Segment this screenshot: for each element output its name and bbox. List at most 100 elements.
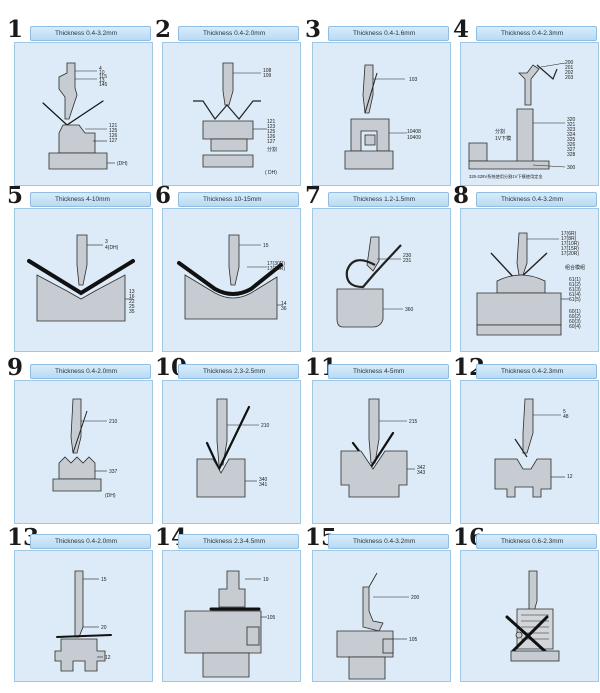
svg-text:3: 3 bbox=[105, 239, 108, 245]
svg-text:12: 12 bbox=[105, 655, 111, 661]
card-number: 8 bbox=[453, 182, 470, 209]
thickness-label: Thickness 4-10mm bbox=[30, 192, 151, 207]
svg-text:126: 126 bbox=[267, 134, 276, 140]
svg-text:360: 360 bbox=[405, 307, 414, 313]
svg-text:121: 121 bbox=[267, 119, 276, 125]
svg-text:320: 320 bbox=[567, 117, 576, 123]
svg-text:61(1): 61(1) bbox=[569, 277, 581, 283]
diagram-panel: 103 10408 10409 bbox=[312, 42, 451, 186]
svg-text:125: 125 bbox=[109, 128, 118, 134]
card-number: 6 bbox=[155, 182, 172, 209]
thickness-label: Thickness 0.4-2.0mm bbox=[178, 26, 299, 41]
svg-text:337: 337 bbox=[109, 469, 118, 475]
thickness-label: Thickness 2.3-2.5mm bbox=[178, 364, 299, 379]
svg-text:25: 25 bbox=[129, 304, 135, 310]
bending-diagram: 3 4(DH) 13 16 22 25 35 bbox=[27, 234, 135, 322]
svg-text:4(DH): 4(DH) bbox=[105, 245, 119, 251]
thickness-label: Thickness 0.4-3.2mm bbox=[328, 534, 449, 549]
svg-text:127: 127 bbox=[109, 138, 118, 144]
svg-text:分割: 分割 bbox=[267, 146, 277, 153]
diagram-panel: 200 105 bbox=[312, 550, 451, 682]
svg-text:231: 231 bbox=[403, 258, 412, 264]
card-number: 2 bbox=[155, 16, 172, 43]
bending-diagram: 200 105 bbox=[336, 572, 420, 680]
thickness-label: Thickness 0.4-1.6mm bbox=[328, 26, 449, 41]
svg-text:5: 5 bbox=[563, 409, 566, 415]
bending-diagram: 15 17(30R) 17(35R) 14 36 bbox=[177, 234, 287, 320]
card-number: 1 bbox=[7, 16, 24, 43]
bending-diagram: 5 48 12 bbox=[494, 398, 573, 498]
svg-text:200: 200 bbox=[565, 60, 574, 66]
bending-diagram: 15 20 12 bbox=[54, 570, 112, 672]
svg-text:203: 203 bbox=[565, 75, 574, 81]
svg-text:105: 105 bbox=[267, 615, 276, 621]
bending-diagram: 230 231 360 bbox=[336, 236, 414, 328]
svg-text:16: 16 bbox=[129, 294, 135, 300]
svg-text:12: 12 bbox=[567, 474, 573, 480]
bending-diagram: 4 10 115 13 145 121 125 126 127 (DH) bbox=[42, 62, 128, 170]
svg-text:36: 36 bbox=[281, 306, 287, 312]
svg-text:60(3): 60(3) bbox=[569, 319, 581, 325]
svg-text:215: 215 bbox=[409, 419, 418, 425]
svg-text:321: 321 bbox=[567, 122, 576, 128]
diagram-panel: 17(6R) 17(8R) 17(10R) 17(15R) 17(20R) 组合… bbox=[460, 208, 599, 352]
svg-text:201: 201 bbox=[565, 65, 574, 71]
diagram-panel bbox=[460, 550, 599, 682]
svg-text:326: 326 bbox=[567, 142, 576, 148]
bending-diagram: 103 10408 10409 bbox=[344, 64, 421, 170]
svg-text:126: 126 bbox=[109, 133, 118, 139]
svg-text:230: 230 bbox=[403, 253, 412, 259]
svg-text:61(4): 61(4) bbox=[569, 292, 581, 298]
thickness-label: Thickness 0.4-3.2mm bbox=[30, 26, 151, 41]
svg-text:109: 109 bbox=[263, 73, 272, 79]
svg-text:121: 121 bbox=[109, 123, 118, 129]
svg-text:61(5): 61(5) bbox=[569, 297, 581, 303]
svg-text:61(3): 61(3) bbox=[569, 287, 581, 293]
svg-text:17(10R): 17(10R) bbox=[561, 241, 579, 247]
svg-text:4: 4 bbox=[99, 66, 102, 72]
card-number: 9 bbox=[7, 354, 24, 381]
svg-text:325: 325 bbox=[567, 137, 576, 143]
diagram-panel: 210 337 (DH) bbox=[14, 380, 153, 524]
card-number: 5 bbox=[7, 182, 24, 209]
thickness-label: Thickness 2.3-4.5mm bbox=[178, 534, 299, 549]
svg-text:组合模组: 组合模组 bbox=[565, 264, 585, 271]
svg-text:325-329V系统使用分割1V下模使用定金: 325-329V系统使用分割1V下模使用定金 bbox=[469, 173, 543, 180]
svg-text:35: 35 bbox=[129, 309, 135, 315]
svg-text:60(2): 60(2) bbox=[569, 314, 581, 320]
thickness-label: Thickness 0.4-2.3mm bbox=[476, 364, 597, 379]
svg-text:60(4): 60(4) bbox=[569, 324, 581, 330]
bending-diagram bbox=[505, 570, 560, 662]
svg-text:103: 103 bbox=[409, 77, 418, 83]
svg-text:210: 210 bbox=[261, 423, 270, 429]
svg-text:48: 48 bbox=[563, 414, 569, 420]
svg-text:10409: 10409 bbox=[407, 135, 421, 141]
card-number: 7 bbox=[305, 182, 322, 209]
bending-diagram: 200 201 202 203 320 321 323 324 325 326 … bbox=[468, 60, 576, 180]
svg-text:17(15R): 17(15R) bbox=[561, 246, 579, 252]
svg-text:123: 123 bbox=[267, 124, 276, 130]
thickness-label: Thickness 1.2-1.5mm bbox=[328, 192, 449, 207]
svg-text:108: 108 bbox=[263, 68, 272, 74]
svg-text:17(30R): 17(30R) bbox=[267, 261, 285, 267]
svg-text:10408: 10408 bbox=[407, 129, 421, 135]
thickness-label: Thickness 0.4-2.3mm bbox=[476, 26, 597, 41]
diagram-panel: 15 20 12 bbox=[14, 550, 153, 682]
diagram-panel: 19 105 bbox=[162, 550, 301, 682]
svg-text:60(1): 60(1) bbox=[569, 309, 581, 315]
svg-text:17(8R): 17(8R) bbox=[561, 236, 577, 242]
svg-text:324: 324 bbox=[567, 132, 576, 138]
thickness-label: Thickness 0.6-2.3mm bbox=[476, 534, 597, 549]
svg-text:14: 14 bbox=[281, 301, 287, 307]
svg-text:15: 15 bbox=[263, 243, 269, 249]
thickness-label: Thickness 4-5mm bbox=[328, 364, 449, 379]
bending-diagram: 210 340 341 bbox=[196, 398, 270, 498]
card-number: 4 bbox=[453, 16, 470, 43]
bending-diagram: 210 337 (DH) bbox=[52, 398, 118, 499]
svg-text:200: 200 bbox=[411, 595, 420, 601]
svg-text:分割: 分割 bbox=[495, 128, 505, 135]
svg-text:145: 145 bbox=[99, 82, 108, 88]
svg-text:(DH): (DH) bbox=[105, 493, 116, 499]
svg-text:20: 20 bbox=[101, 625, 107, 631]
svg-text:15: 15 bbox=[101, 577, 107, 583]
